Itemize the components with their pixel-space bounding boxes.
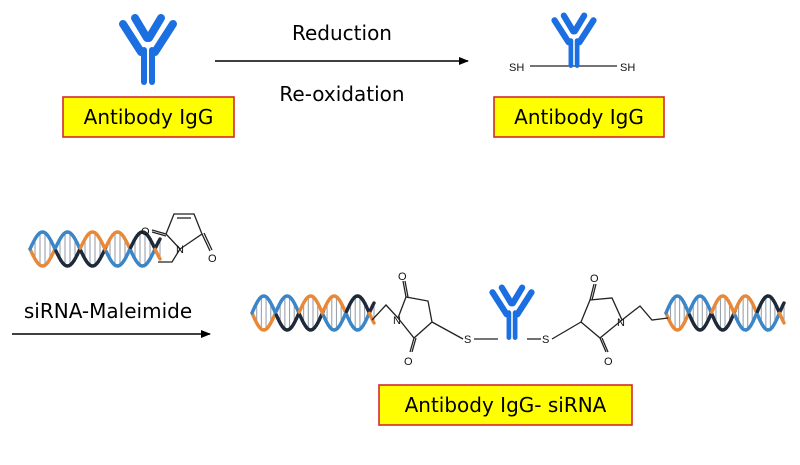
atom-s-right: S — [542, 334, 549, 346]
atom-n: N — [617, 317, 625, 329]
label-box-antibody-top-right — [493, 96, 665, 138]
atom-s-left: S — [464, 334, 471, 346]
antibody-label-top-right: Antibody IgG — [514, 105, 644, 129]
atom-n: N — [393, 315, 401, 327]
conjugate-chemistry: N O O S S N O O — [371, 271, 669, 368]
antibody-label-top-left: Antibody IgG — [84, 105, 214, 129]
reoxidation-label: Re-oxidation — [279, 82, 404, 106]
atom-o: O — [141, 226, 150, 238]
dna-helix-icon — [28, 230, 162, 268]
atom-o: O — [590, 273, 599, 285]
antibody-y-icon — [551, 12, 597, 68]
atom-o: O — [404, 356, 413, 368]
reduced-antibody: SH SH — [509, 12, 635, 74]
maleimide-linker: N O O — [141, 213, 217, 265]
sirna-maleimide-label: siRNA-Maleimide — [24, 299, 192, 323]
atom-o: O — [398, 271, 407, 283]
dna-helix-icon — [250, 294, 376, 332]
antibody-y-icon — [119, 14, 177, 85]
conjugate-label: Antibody IgG- siRNA — [405, 393, 607, 417]
dna-helix-icon — [664, 294, 786, 332]
label-box-conjugate — [378, 384, 633, 426]
atom-o: O — [604, 356, 613, 368]
atom-o: O — [208, 253, 217, 265]
thiol-right-label: SH — [620, 62, 635, 74]
thiol-left-label: SH — [509, 62, 524, 74]
label-box-antibody-top-left — [62, 96, 235, 138]
antibody-y-icon — [489, 284, 535, 340]
atom-n: N — [176, 244, 184, 256]
reduction-label: Reduction — [292, 21, 392, 45]
